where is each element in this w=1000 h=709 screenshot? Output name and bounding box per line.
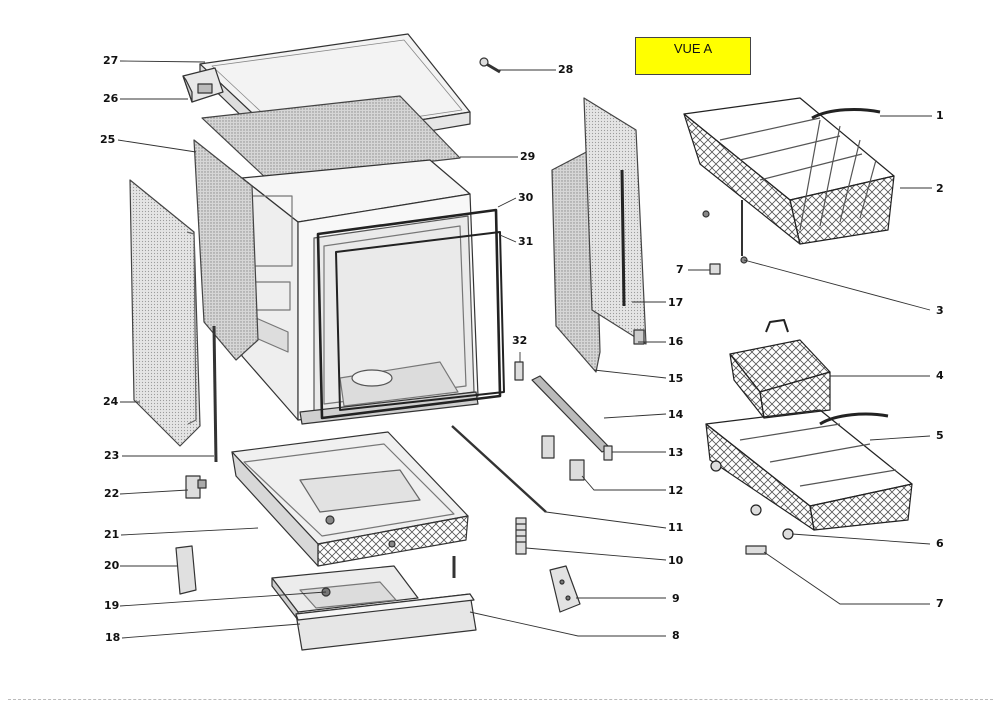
callout-11: 11 <box>668 521 684 534</box>
part-screw-28 <box>479 57 501 74</box>
part-side-insulation-25 <box>193 139 259 361</box>
callout-5: 5 <box>936 429 944 442</box>
callout-23: 23 <box>104 449 120 462</box>
callout-31: 31 <box>518 235 534 248</box>
view-a-label: VUE A <box>635 37 751 75</box>
callout-17: 17 <box>668 296 684 309</box>
part-plate-9 <box>549 565 581 613</box>
callout-24: 24 <box>103 395 119 408</box>
callout-29: 29 <box>520 150 536 163</box>
callout-14: 14 <box>668 408 684 421</box>
callout-27: 27 <box>103 54 119 67</box>
callout-13: 13 <box>668 446 684 459</box>
part-plinth <box>295 593 477 651</box>
part-insulation-top <box>201 95 461 181</box>
callout-3: 3 <box>936 304 944 317</box>
part-7-axle <box>745 545 767 555</box>
callout-19: 19 <box>104 599 120 612</box>
callout-26: 26 <box>103 92 119 105</box>
part-door-panel-17 <box>583 97 647 345</box>
callout-9: 9 <box>672 592 680 605</box>
part-upper-basket <box>683 97 895 245</box>
part-base-frame <box>231 431 469 567</box>
callout-7-upper: 7 <box>676 263 684 276</box>
callout-7-lower: 7 <box>936 597 944 610</box>
part-plate-20 <box>175 545 197 595</box>
callout-12: 12 <box>668 484 684 497</box>
part-7-clip <box>709 263 721 275</box>
callout-8: 8 <box>672 629 680 642</box>
part-tray-19 <box>271 565 419 621</box>
callout-20: 20 <box>104 559 120 572</box>
callout-4: 4 <box>936 369 944 382</box>
part-side-panel-left <box>129 179 201 447</box>
part-door-seal <box>316 208 505 420</box>
callout-25: 25 <box>100 133 116 146</box>
callout-6: 6 <box>936 537 944 550</box>
callout-18: 18 <box>105 631 121 644</box>
callout-10: 10 <box>668 554 684 567</box>
part-rod-23 <box>212 325 218 463</box>
part-clip-22 <box>185 475 207 499</box>
callout-30: 30 <box>518 191 534 204</box>
part-16 <box>633 329 645 345</box>
part-lower-basket <box>705 409 913 540</box>
part-32 <box>514 361 524 381</box>
part-bolt-10 <box>515 517 527 555</box>
bottom-rule <box>8 699 993 700</box>
part-cutlery-basket <box>729 319 831 419</box>
callout-16: 16 <box>668 335 684 348</box>
part-rod-11 <box>451 425 547 513</box>
callout-1: 1 <box>936 109 944 122</box>
part-13 <box>603 445 613 461</box>
callout-21: 21 <box>104 528 120 541</box>
leader-lines <box>117 60 932 639</box>
part-cabinet-tub <box>241 159 479 425</box>
part-bracket-26 <box>182 67 224 103</box>
part-hinge-12 <box>541 435 585 481</box>
callout-15: 15 <box>668 372 684 385</box>
callout-28: 28 <box>558 63 574 76</box>
callout-32: 32 <box>512 334 528 347</box>
callout-2: 2 <box>936 182 944 195</box>
callout-22: 22 <box>104 487 120 500</box>
